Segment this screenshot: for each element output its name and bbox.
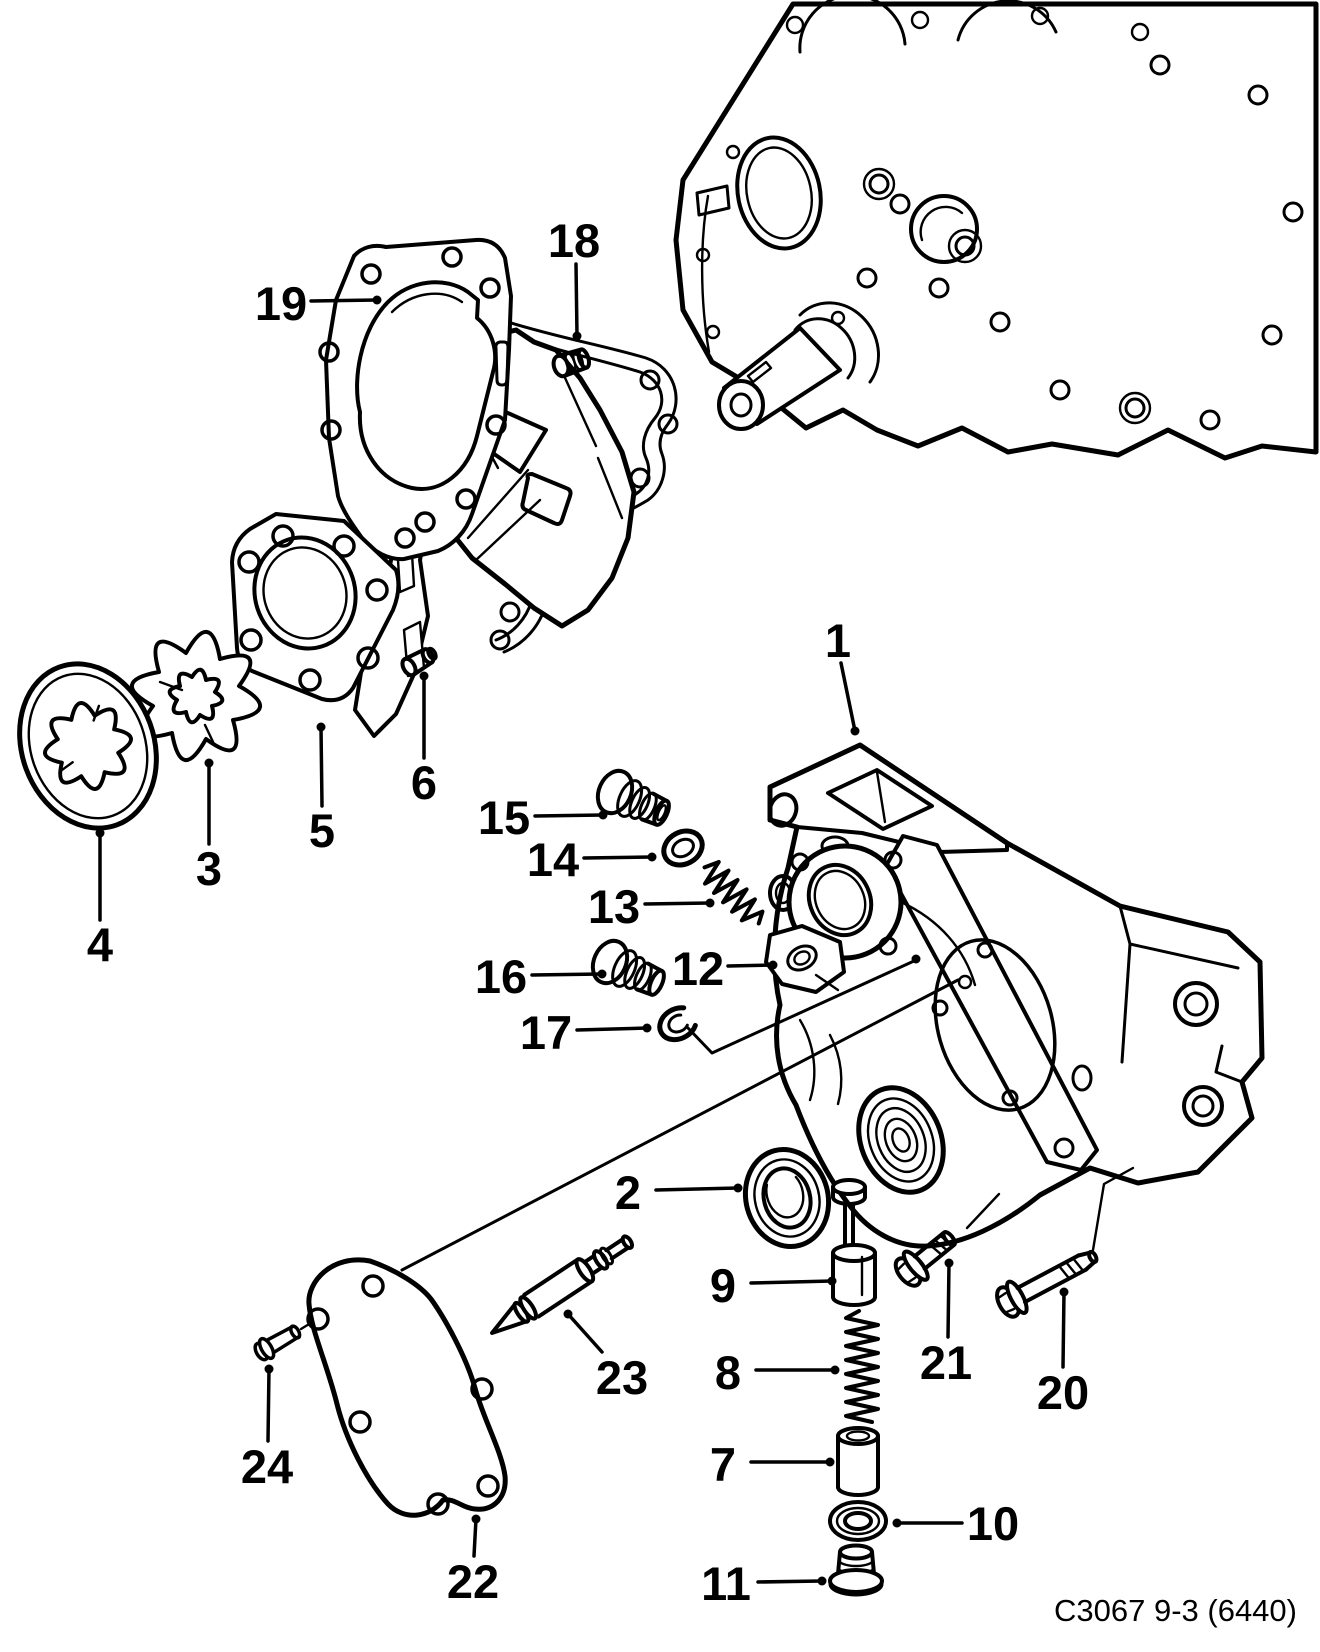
callout-label-21: 21 <box>920 1336 972 1389</box>
callout-1-dot <box>850 726 860 736</box>
callout-label-16: 16 <box>475 950 527 1003</box>
callout-13-dot <box>705 898 715 908</box>
callout-18-dot <box>572 331 582 341</box>
plug-18-drawing <box>551 347 592 379</box>
callout-label-8: 8 <box>715 1346 741 1399</box>
callout-23-dot <box>563 1309 573 1319</box>
valve-piston-9-drawing <box>831 1178 877 1307</box>
bolt-20-drawing <box>995 1249 1099 1319</box>
callout-label-13: 13 <box>588 880 640 933</box>
callout-17-leader-line <box>575 1026 649 1032</box>
callout-label-2: 2 <box>615 1166 641 1219</box>
spring-13-drawing <box>702 859 765 926</box>
callout-label-14: 14 <box>527 833 579 886</box>
callout-label-17: 17 <box>520 1006 572 1059</box>
callout-3-dot <box>204 758 214 768</box>
figure-code: C3067 9-3 (6440) <box>1054 1593 1297 1628</box>
callout-label-7: 7 <box>710 1438 736 1491</box>
callout-label-5: 5 <box>309 804 335 857</box>
callout-9-leader-line <box>749 1279 834 1285</box>
stud-6-drawing <box>400 646 438 678</box>
callout-23-leader-line <box>566 1312 604 1354</box>
callout-24-leader-line <box>266 1367 271 1443</box>
outer-rotor-4-drawing <box>17 661 159 831</box>
callout-13-leader-line <box>643 901 712 906</box>
callout-5-leader-line <box>319 725 324 808</box>
callout-label-22: 22 <box>447 1555 499 1608</box>
callout-label-20: 20 <box>1037 1366 1089 1419</box>
callout-label-23: 23 <box>596 1351 648 1404</box>
callout-19-dot <box>372 295 382 305</box>
callout-15-dot <box>598 810 608 820</box>
callout-14-leader-line <box>582 855 654 860</box>
bolt-21-drawing <box>893 1230 957 1288</box>
callout-19-leader-line <box>309 298 379 303</box>
callout-10-dot <box>892 1518 902 1528</box>
sleeve-7-drawing <box>836 1426 880 1497</box>
callout-label-6: 6 <box>411 756 437 809</box>
callout-22-dot <box>471 1514 481 1524</box>
callout-8-dot <box>830 1365 840 1375</box>
callout-12-leader-line <box>726 963 775 968</box>
callout-label-3: 3 <box>196 842 222 895</box>
callout-17-dot <box>642 1023 652 1033</box>
callout-16-leader-line <box>530 972 604 977</box>
callout-18-leader-line <box>574 262 579 338</box>
callout-11-leader-line <box>756 1579 824 1584</box>
callout-5-dot <box>316 722 326 732</box>
callout-11-dot <box>817 1576 827 1586</box>
callout-20-leader-line <box>1061 1290 1066 1369</box>
crankshaft-seal-2-drawing <box>742 1146 832 1250</box>
callout-12-dot <box>768 960 778 970</box>
assembly-alignment-lines <box>299 954 1135 1331</box>
callout-label-4: 4 <box>87 918 113 971</box>
cover-plate-22-drawing <box>306 1257 508 1518</box>
callout-2-dot <box>733 1183 743 1193</box>
callout-label-19: 19 <box>255 277 307 330</box>
bolt-24-drawing <box>253 1324 302 1362</box>
callout-21-dot <box>944 1258 954 1268</box>
callout-14-dot <box>647 852 657 862</box>
callout-16-dot <box>597 969 607 979</box>
callout-label-15: 15 <box>478 791 530 844</box>
callout-15-leader-line <box>533 813 605 818</box>
plug-16-drawing <box>590 938 666 997</box>
callout-label-18: 18 <box>548 214 600 267</box>
callout-7-dot <box>825 1457 835 1467</box>
callout-label-10: 10 <box>967 1497 1019 1550</box>
callout-label-1: 1 <box>825 614 851 667</box>
seal-ring-14-drawing <box>661 828 705 868</box>
callout-6-dot <box>419 671 429 681</box>
drive-shaft-23-drawing <box>490 1234 634 1335</box>
snap-ring-17-drawing <box>657 1005 698 1043</box>
callout-label-11: 11 <box>701 1557 751 1610</box>
valve-spring-8-drawing <box>844 1309 880 1424</box>
callout-9-dot <box>827 1276 837 1286</box>
callout-label-24: 24 <box>241 1440 293 1493</box>
callout-4-dot <box>95 828 105 838</box>
pump-cover-plate-5-drawing <box>230 512 401 703</box>
inner-rotor-3-drawing <box>129 629 263 763</box>
callout-21-leader-line <box>946 1261 951 1339</box>
sealing-plate-19-drawing <box>318 237 513 562</box>
callout-label-9: 9 <box>710 1259 736 1312</box>
callout-20-dot <box>1059 1287 1069 1297</box>
callout-22-leader-line <box>472 1517 478 1558</box>
callout-1-leader-line <box>839 661 857 733</box>
callout-24-dot <box>264 1364 274 1374</box>
callout-label-12: 12 <box>672 942 724 995</box>
callout-2-leader-line <box>654 1186 740 1192</box>
engine-block-drawing <box>673 0 1319 461</box>
washer-10-drawing <box>828 1500 888 1542</box>
plug-15-drawing <box>595 768 671 827</box>
plug-11-drawing <box>828 1543 884 1597</box>
